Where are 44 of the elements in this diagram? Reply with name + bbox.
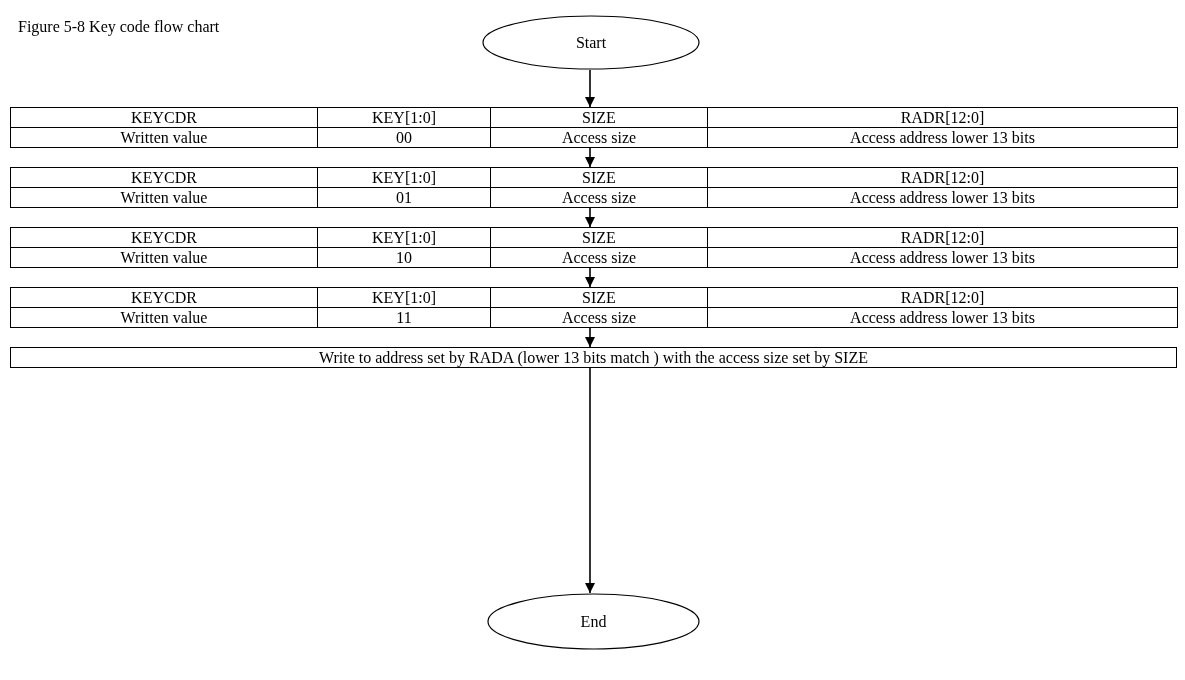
terminator-ellipse bbox=[482, 15, 700, 70]
table-cell: 11 bbox=[317, 307, 491, 328]
terminator-label: Start bbox=[574, 33, 608, 52]
table-cell: Access size bbox=[490, 307, 708, 328]
table-cell: RADR[12:0] bbox=[707, 287, 1178, 308]
terminator-label: End bbox=[579, 612, 608, 631]
table-cell: 00 bbox=[317, 127, 491, 148]
table-cell: 10 bbox=[317, 247, 491, 268]
arrow bbox=[585, 206, 595, 228]
table-cell: Written value bbox=[10, 247, 318, 268]
arrow bbox=[585, 326, 595, 348]
table-cell: SIZE bbox=[490, 167, 708, 188]
arrow bbox=[585, 69, 595, 108]
table-cell: Written value bbox=[10, 127, 318, 148]
table-cell: KEY[1:0] bbox=[317, 167, 491, 188]
figure-title: Figure 5-8 Key code flow chart bbox=[18, 18, 220, 36]
table-cell: Written value bbox=[10, 187, 318, 208]
table-cell: Access address lower 13 bits bbox=[707, 247, 1178, 268]
table-cell: SIZE bbox=[490, 107, 708, 128]
arrow bbox=[585, 367, 595, 594]
table-cell: RADR[12:0] bbox=[707, 107, 1178, 128]
table-cell: KEY[1:0] bbox=[317, 287, 491, 308]
table-cell: Access address lower 13 bits bbox=[707, 127, 1178, 148]
table-cell: Access size bbox=[490, 127, 708, 148]
table-cell: KEY[1:0] bbox=[317, 107, 491, 128]
table-cell: KEYCDR bbox=[10, 287, 318, 308]
table-cell: Written value bbox=[10, 307, 318, 328]
table-cell: Access size bbox=[490, 247, 708, 268]
arrow bbox=[585, 266, 595, 288]
process-box: Write to address set by RADA (lower 13 bits match ) with the access size set by SIZE bbox=[10, 347, 1177, 368]
table-cell: 01 bbox=[317, 187, 491, 208]
table-cell: SIZE bbox=[490, 227, 708, 248]
table-cell: KEY[1:0] bbox=[317, 227, 491, 248]
table-cell: Access address lower 13 bits bbox=[707, 187, 1178, 208]
table-cell: KEYCDR bbox=[10, 167, 318, 188]
table-cell: KEYCDR bbox=[10, 227, 318, 248]
table-cell: RADR[12:0] bbox=[707, 227, 1178, 248]
table-cell: Access address lower 13 bits bbox=[707, 307, 1178, 328]
table-cell: SIZE bbox=[490, 287, 708, 308]
table-cell: RADR[12:0] bbox=[707, 167, 1178, 188]
table-cell: Access size bbox=[490, 187, 708, 208]
table-cell: KEYCDR bbox=[10, 107, 318, 128]
arrow bbox=[585, 146, 595, 168]
terminator-ellipse bbox=[487, 593, 700, 650]
